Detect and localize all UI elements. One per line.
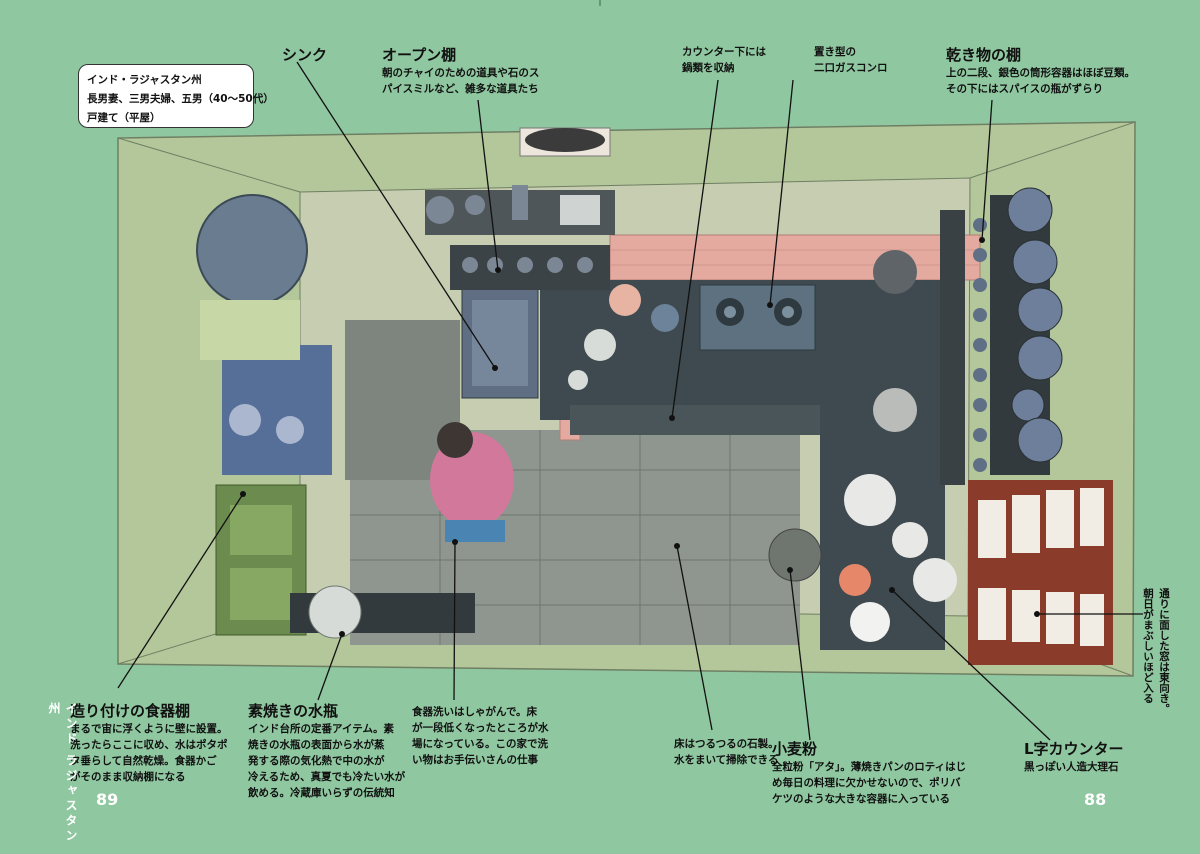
- label-dry-goods-body: 上の二段、銀色の筒形容器はほぼ豆類。 その下にはスパイスの瓶がずらり: [946, 67, 1135, 95]
- label-flour-title: 小麦粉: [772, 740, 818, 758]
- label-flour-body: 全粒粉「アタ」。薄焼きパンのロティはじ め毎日の料理に欠かせないので、ポリバ ケ…: [772, 761, 967, 805]
- label-l-counter: L字カウンター 黒っぽい人造大理石: [1024, 738, 1124, 775]
- label-flour: 小麦粉 全粒粉「アタ」。薄焼きパンのロティはじ め毎日の料理に欠かせないので、ポ…: [772, 738, 966, 807]
- label-window: 通りに面した窓は東向き。 朝日がまぶしいほど入る: [1142, 588, 1170, 714]
- side-caption: インド ラジャスタン州: [47, 702, 78, 845]
- label-floor: 床はつるつるの石製。 水をまいて掃除できる: [674, 736, 779, 768]
- label-l-counter-title: L字カウンター: [1024, 740, 1124, 758]
- label-open-shelf: オープン棚 朝のチャイのための道具や石のス パイスミルなど、雑多な道具たち: [382, 44, 539, 97]
- label-water-jar: 素焼きの水瓶 インド台所の定番アイテム。素 焼きの水瓶の表面から水が蒸 発する際…: [248, 700, 405, 801]
- page-number-right: 88: [1084, 790, 1107, 809]
- label-dishwashing-body: 食器洗いはしゃがんで。床 が一段低くなったところが水 場になっている。この家で洗…: [412, 706, 549, 766]
- label-gas-stove: 置き型の 二口ガスコンロ: [814, 44, 888, 76]
- label-dish-shelf-title: 造り付けの食器棚: [70, 702, 191, 720]
- tile-wall: [609, 234, 981, 281]
- big-pot: [196, 194, 308, 306]
- dry-goods-shelf-outer: [940, 210, 965, 485]
- label-gas-stove-body: 置き型の 二口ガスコンロ: [814, 46, 888, 74]
- info-line-residents: 長男妻、三男夫婦、五男（40〜50代）: [87, 93, 274, 105]
- label-dish-shelf-body: まるで宙に浮くように壁に設置。 洗ったらここに収め、水はポタポ タ垂らして自然乾…: [70, 723, 228, 783]
- label-under-counter: カウンター下には 鍋類を収納: [682, 44, 766, 76]
- label-dry-goods: 乾き物の棚 上の二段、銀色の筒形容器はほぼ豆類。 その下にはスパイスの瓶がずらり: [946, 44, 1135, 97]
- label-under-counter-body: カウンター下には 鍋類を収納: [682, 46, 766, 74]
- label-water-jar-body: インド台所の定番アイテム。素 焼きの水瓶の表面から水が蒸 発する際の気化熱で中の…: [248, 723, 406, 799]
- label-open-shelf-title: オープン棚: [382, 46, 457, 64]
- label-water-jar-title: 素焼きの水瓶: [248, 702, 339, 720]
- leader-lines: [117, 61, 1143, 741]
- label-sink-title: シンク: [282, 46, 328, 64]
- label-dishwashing: 食器洗いはしゃがんで。床 が一段低くなったところが水 場になっている。この家で洗…: [412, 704, 549, 768]
- info-line-house-type: 戸建て（平屋）: [87, 112, 161, 124]
- label-dish-shelf: 造り付けの食器棚 まるで宙に浮くように壁に設置。 洗ったらここに収め、水はポタポ…: [70, 700, 228, 785]
- info-line-location: インド・ラジャスタン州: [87, 74, 202, 86]
- page-number-left: 89: [96, 790, 119, 809]
- flour-bucket: [768, 528, 822, 582]
- label-dry-goods-title: 乾き物の棚: [946, 46, 1022, 64]
- location-info-box: インド・ラジャスタン州 長男妻、三男夫婦、五男（40〜50代） 戸建て（平屋）: [78, 64, 274, 128]
- spread-divider: [599, 0, 601, 6]
- label-l-counter-body: 黒っぽい人造大理石: [1024, 761, 1119, 773]
- label-floor-body: 床はつるつるの石製。 水をまいて掃除できる: [674, 738, 779, 766]
- water-jar: [308, 585, 362, 639]
- label-sink: シンク: [282, 44, 327, 65]
- label-open-shelf-body: 朝のチャイのための道具や石のス パイスミルなど、雑多な道具たち: [382, 67, 540, 95]
